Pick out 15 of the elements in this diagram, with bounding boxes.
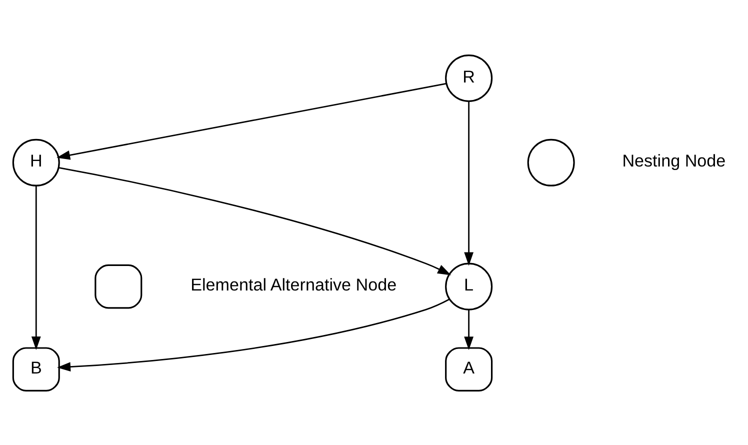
node-box: [94, 264, 142, 308]
arrow: [464, 309, 474, 350]
node-circle: L: [445, 262, 493, 310]
node-circle: [527, 138, 575, 186]
arrow: [56, 82, 447, 160]
arrow: [464, 100, 474, 266]
arrow: [31, 186, 41, 350]
arrow: [58, 166, 452, 275]
node-circle: H: [12, 138, 60, 186]
node-box: B: [12, 346, 60, 392]
legend-label: Nesting Node: [622, 151, 726, 170]
node-circle: R: [445, 54, 493, 102]
legend-label: Elemental Alternative Node: [190, 275, 397, 294]
arrow: [57, 298, 450, 372]
node-box: A: [445, 346, 493, 392]
